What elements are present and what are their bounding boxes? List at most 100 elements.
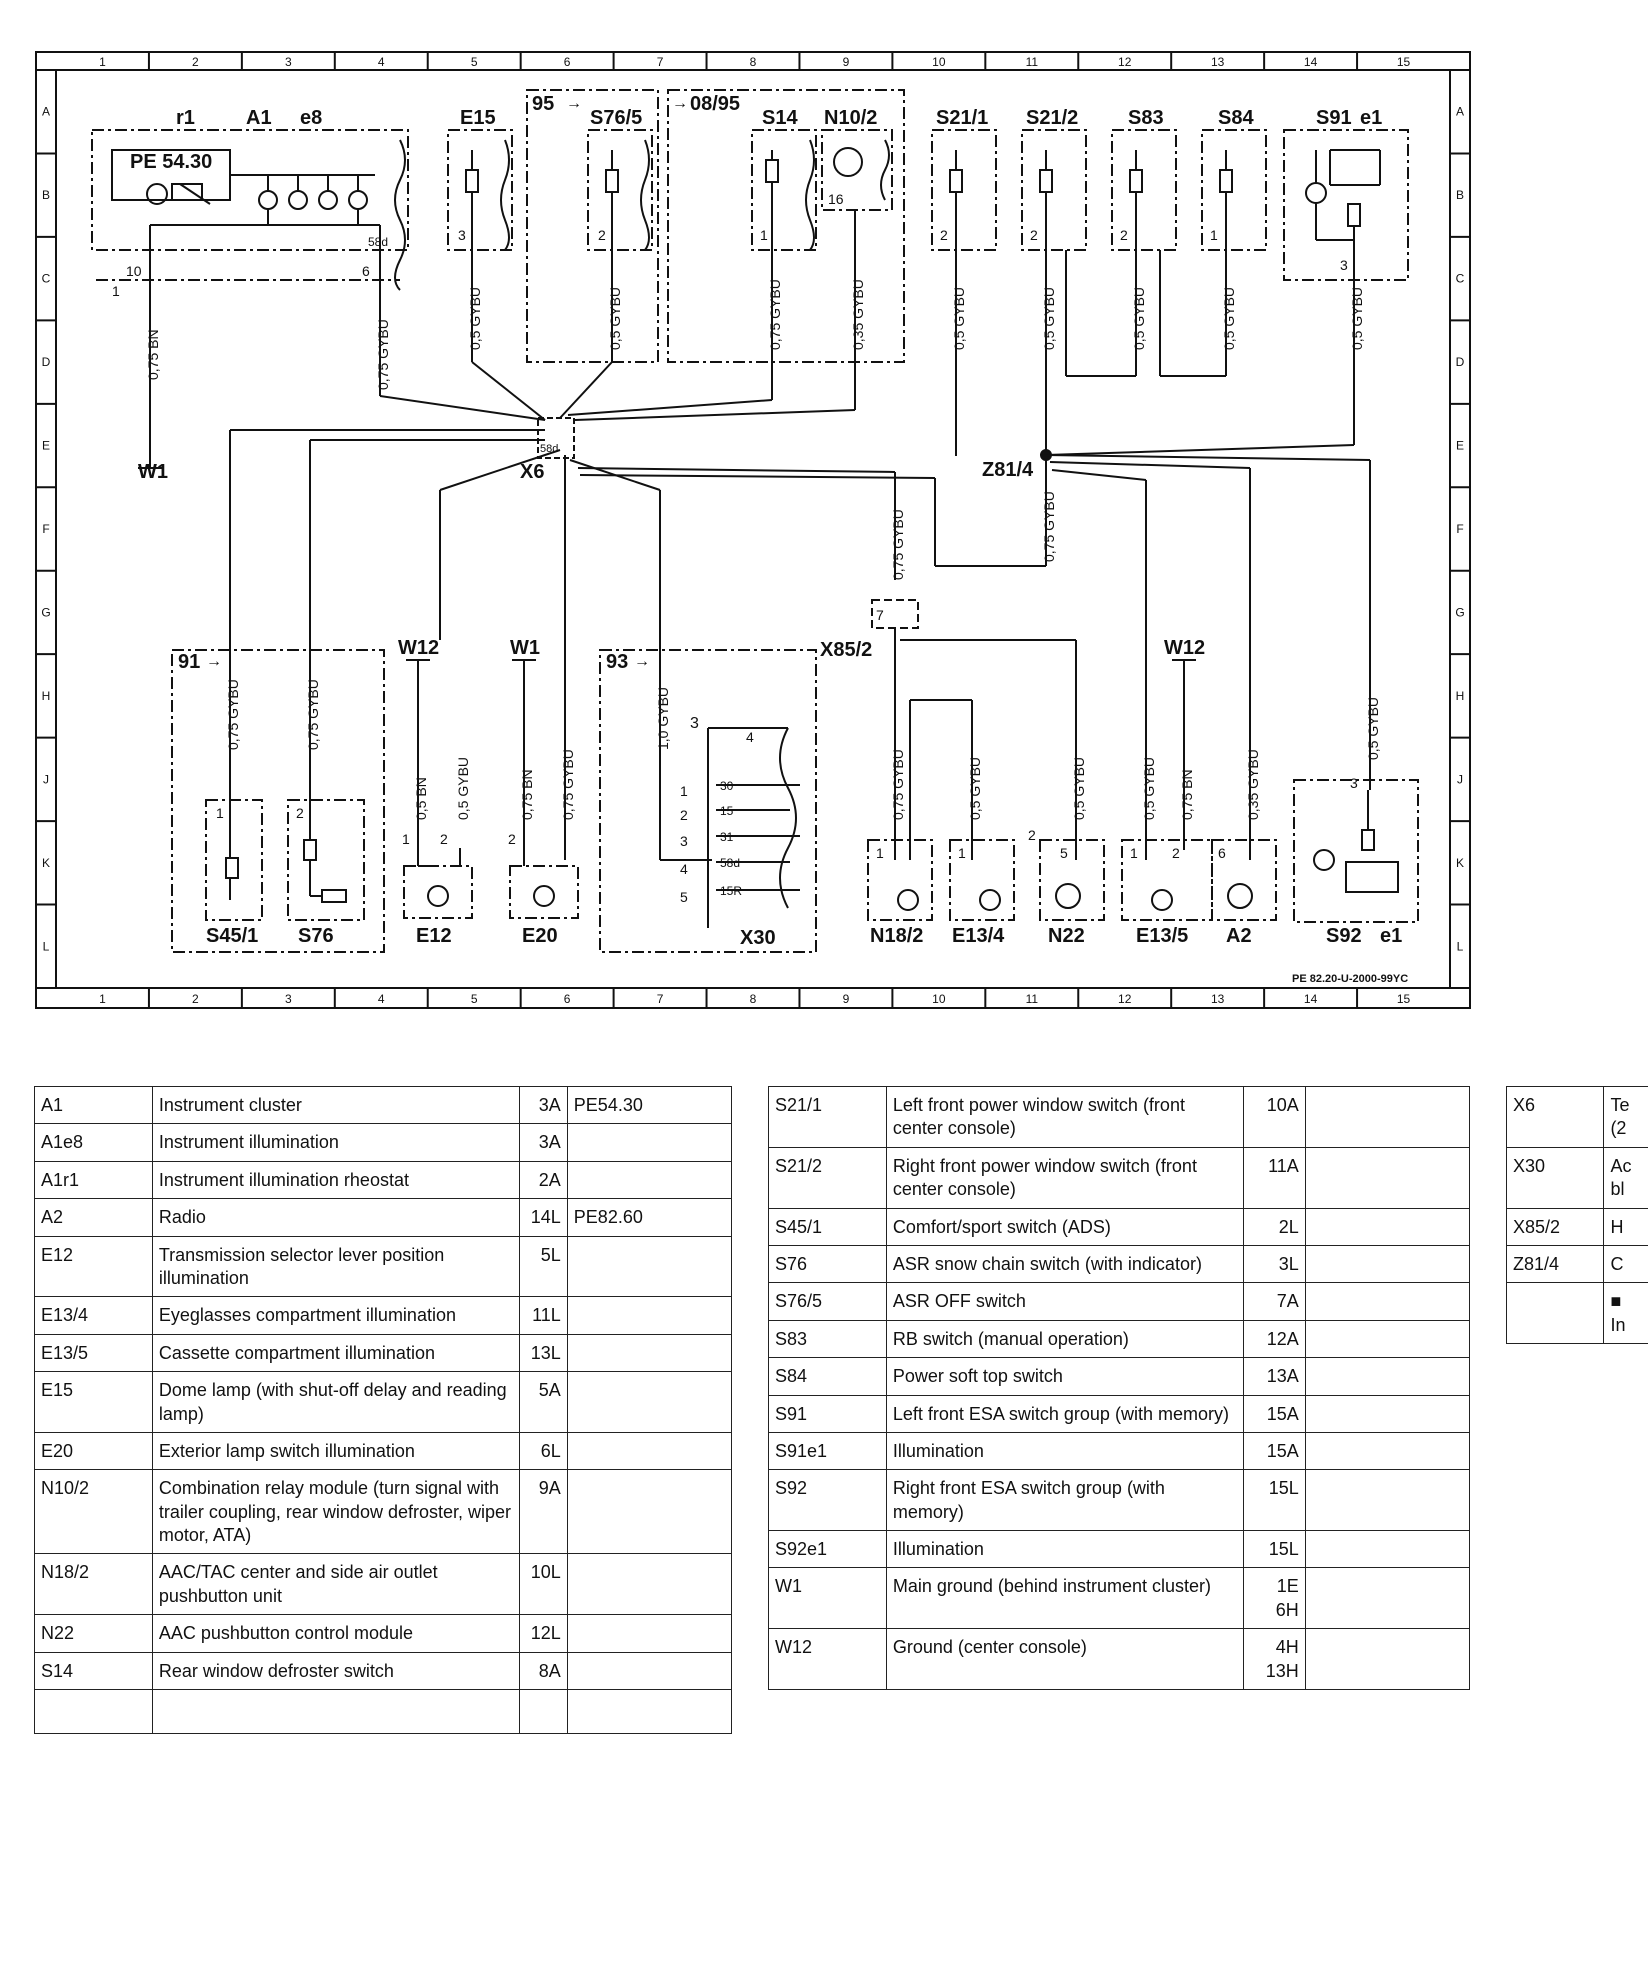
legend-desc: AAC/TAC center and side air outlet pushb…	[151, 1553, 521, 1616]
legend-code: Z81/4	[1505, 1244, 1605, 1284]
grid-col-top: 2	[192, 55, 199, 69]
legend-desc: Instrument illumination	[151, 1123, 521, 1162]
label-w1-top: W1	[138, 461, 168, 483]
legend-desc: Radio	[151, 1198, 521, 1237]
wire-s83: 0,5 GYBU	[1131, 287, 1147, 350]
grid-col-bottom: 9	[843, 992, 850, 1006]
grid-row-right: F	[1456, 522, 1463, 536]
grid-col-bottom: 4	[378, 992, 385, 1006]
pin-a2: 6	[1218, 845, 1226, 861]
pin-1a: 1	[112, 283, 120, 299]
legend-desc: Instrument illumination rheostat	[151, 1160, 521, 1200]
legend-desc: Main ground (behind instrument cluster)	[885, 1567, 1245, 1630]
legend-desc: RB switch (manual operation)	[885, 1319, 1245, 1359]
grid-row-right: K	[1456, 856, 1464, 870]
grid-col-top: 10	[932, 55, 946, 69]
legend-code: S14	[34, 1651, 153, 1691]
legend-desc: Ac bl	[1603, 1146, 1648, 1209]
legend-desc: C	[1603, 1244, 1648, 1284]
legend-desc: Illumination	[885, 1431, 1245, 1471]
legend-loc: 8A	[519, 1651, 568, 1691]
pin-x30-n2: 2	[680, 807, 688, 823]
grid-col-top: 5	[471, 55, 478, 69]
wire-n22: 0,5 GYBU	[1071, 757, 1087, 820]
legend-code: N18/2	[34, 1553, 153, 1616]
legend-code: X30	[1505, 1146, 1605, 1209]
pin-x30-15r: 15R	[720, 884, 742, 898]
legend-ref	[1304, 1469, 1471, 1532]
label-s45-1: S45/1	[206, 925, 258, 947]
grid-col-bottom: 2	[192, 992, 199, 1006]
label-n10-2: N10/2	[824, 107, 877, 129]
label-n18-2: N18/2	[870, 925, 923, 947]
label-pe5430: PE 54.30	[130, 151, 212, 173]
pin-s45-1: 1	[216, 805, 224, 821]
legend-ref	[566, 1123, 733, 1162]
legend-code: S45/1	[768, 1207, 887, 1246]
legend-loc: 2A	[519, 1160, 568, 1200]
label-s92-e1: e1	[1380, 925, 1402, 947]
pin-n10-2: 16	[828, 191, 844, 207]
pin-x85-2: 7	[876, 607, 884, 623]
legend-code: S21/2	[768, 1146, 887, 1209]
legend-loc: 11A	[1243, 1146, 1306, 1209]
legend-loc: 4H 13H	[1243, 1628, 1306, 1691]
pin-e20-2: 2	[508, 831, 516, 847]
wire-s45-1: 0,75 GYBU	[225, 679, 241, 750]
legend-ref	[1304, 1282, 1471, 1321]
legend-desc: Power soft top switch	[885, 1357, 1245, 1396]
grid-col-bottom: 5	[471, 992, 478, 1006]
pin-x30-3: 3	[690, 715, 699, 732]
legend-loc: 3A	[519, 1085, 568, 1125]
label-n22: N22	[1048, 925, 1085, 947]
legend-desc: Combination relay module (turn signal wi…	[151, 1469, 521, 1555]
pin-s76: 2	[296, 805, 304, 821]
legend-code	[1505, 1282, 1605, 1345]
label-e8: e8	[300, 107, 322, 129]
grid-row-right: A	[1456, 105, 1464, 119]
wire-n10-2: 0,35 GYBU	[850, 279, 866, 350]
wire-s21-1: 0,5 GYBU	[951, 287, 967, 350]
label-a2: A2	[1226, 925, 1252, 947]
wire-s91: 0,5 GYBU	[1349, 287, 1365, 350]
legend-loc: 12A	[1243, 1319, 1306, 1359]
legend-code: N22	[34, 1614, 153, 1653]
legend-code: E20	[34, 1431, 153, 1471]
legend-ref	[566, 1333, 733, 1373]
pin-s76-5: 2	[598, 227, 606, 243]
label-w1-b: W1	[510, 637, 540, 659]
pin-e15: 3	[458, 227, 466, 243]
grid-row-right: C	[1456, 272, 1465, 286]
grid-row-left: H	[42, 689, 51, 703]
label-s83: S83	[1128, 107, 1164, 129]
version-tag-93: 93	[606, 651, 628, 673]
legend-ref	[566, 1614, 733, 1653]
grid-row-right: L	[1457, 939, 1464, 953]
grid-row-right: G	[1455, 605, 1464, 619]
pin-s21-1: 2	[940, 227, 948, 243]
pin-x30-30: 30	[720, 779, 734, 793]
legend-ref	[1304, 1357, 1471, 1396]
pin-x30-n1: 1	[680, 783, 688, 799]
wire-a2: 0,35 GYBU	[1245, 749, 1261, 820]
wire-e15: 0,5 GYBU	[467, 287, 483, 350]
legend-ref	[1304, 1394, 1471, 1433]
wiring-diagram: 1122334455667788991010111112121313141415…	[35, 51, 1471, 1009]
legend-desc: Right front ESA switch group (with memor…	[885, 1469, 1245, 1532]
label-x6: X6	[520, 461, 544, 483]
legend-desc: Eyeglasses compartment illumination	[151, 1296, 521, 1335]
wire-s14: 0,75 GYBU	[767, 279, 783, 350]
